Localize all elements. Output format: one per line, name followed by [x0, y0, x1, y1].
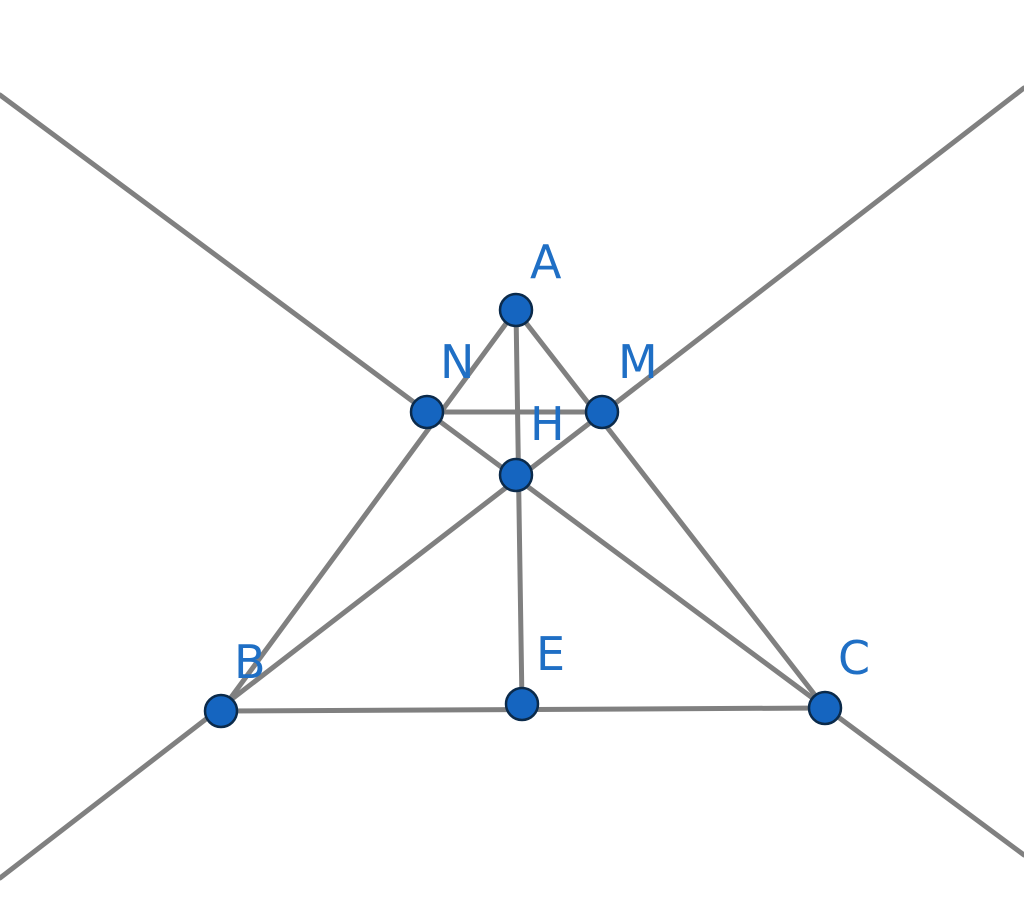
label-e: E: [536, 627, 565, 681]
segment-ac: [513, 307, 828, 711]
label-b: B: [234, 635, 266, 689]
point-b: [203, 693, 239, 729]
label-h: H: [530, 397, 565, 451]
point-m: [584, 394, 620, 430]
label-n: N: [440, 335, 474, 389]
label-m: M: [618, 335, 658, 389]
point-n: [409, 394, 445, 430]
segment-ab: [218, 307, 519, 714]
point-a: [498, 292, 534, 328]
point-h: [498, 457, 534, 493]
point-c: [807, 690, 843, 726]
label-a: A: [530, 235, 562, 289]
segment-ae: [513, 307, 525, 707]
point-e: [504, 686, 540, 722]
label-c: C: [838, 631, 870, 685]
